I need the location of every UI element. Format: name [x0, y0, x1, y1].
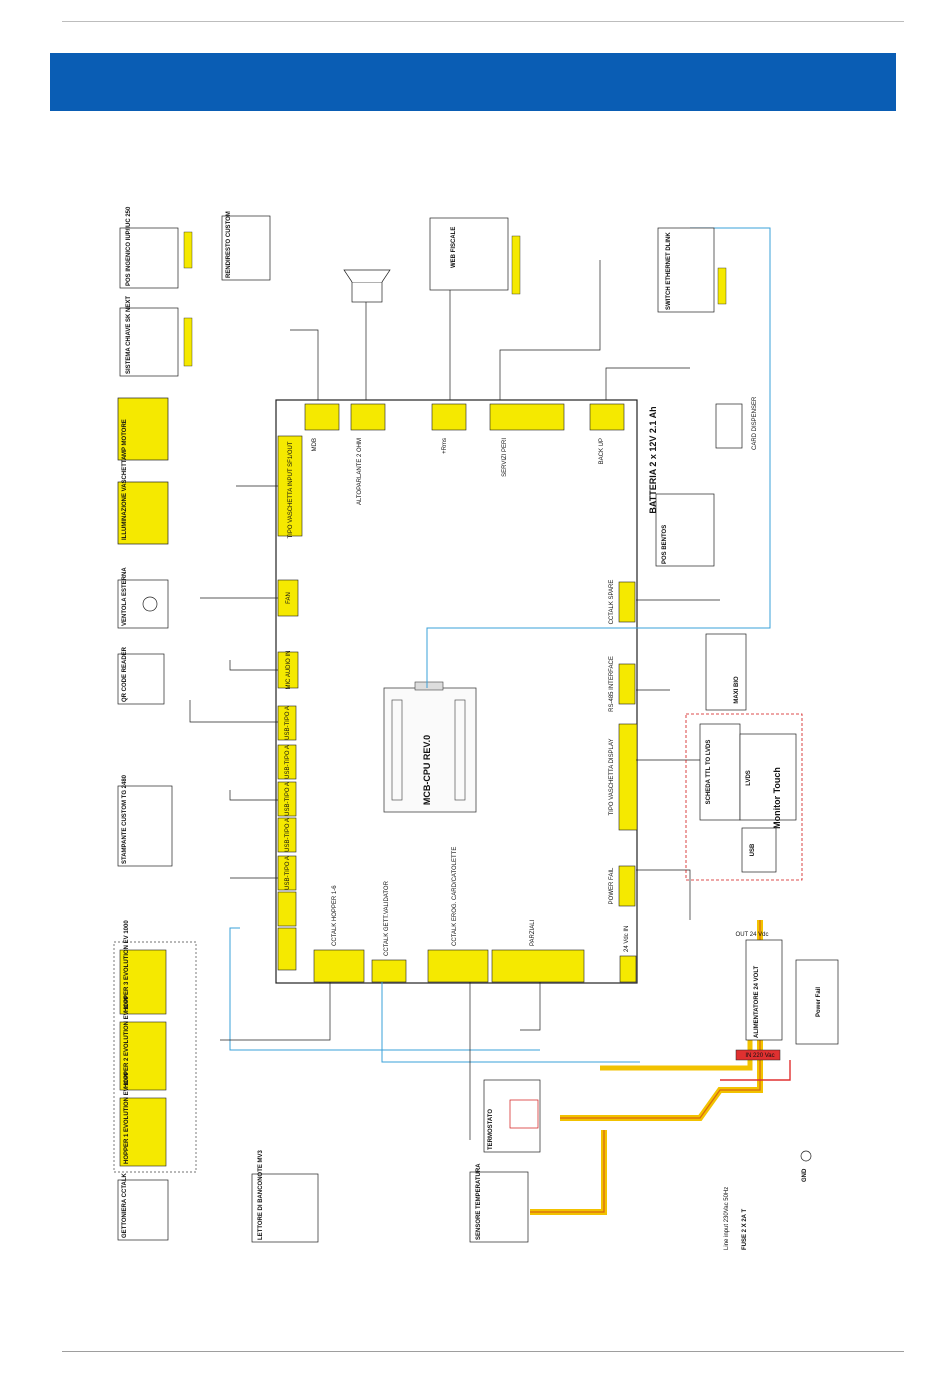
blue-wires — [229, 227, 771, 1063]
connector-p44-label: USB-TIPO A — [285, 818, 291, 852]
svg-text:GETTONIERA CCTALK: GETTONIERA CCTALK — [122, 1172, 128, 1238]
peripheral-pos-bentos: POS BENTOS — [655, 493, 715, 567]
connector-j21-label: +Rms — [442, 438, 448, 454]
svg-text:SENSORE TEMPERATURA: SENSORE TEMPERATURA — [476, 1163, 482, 1240]
connector-j27-label: FAN — [286, 592, 292, 604]
connector-p43-label: USB-TIPO A — [285, 856, 291, 890]
signal-wires — [189, 260, 720, 1140]
mcb-cpu-header — [414, 681, 444, 691]
svg-text:MAXI BIO: MAXI BIO — [734, 676, 740, 704]
svg-text:Line input 230Vac 50Hz: Line input 230Vac 50Hz — [724, 1187, 730, 1250]
connector-j22-label: PARZIALI — [530, 919, 536, 946]
svg-text:BATTERIA 2 x 12V 2.1 Ah: BATTERIA 2 x 12V 2.1 Ah — [648, 406, 658, 513]
peripheral-web-fiscale: WEB FISCALE — [429, 217, 521, 295]
hopper-group: HOPPER 3 EVOLUTION EV 1000 HOPPER 2 EVOL… — [113, 920, 197, 1173]
svg-text:POS INGENICO IUP/IUC 250: POS INGENICO IUP/IUC 250 — [126, 206, 132, 286]
monitor-touch-group: SCHEDA TTL TO LVDS LVDS Monitor Touch US… — [685, 713, 803, 881]
main-board-outline — [275, 399, 638, 984]
peripheral-qr-reader: QR CODE READER — [117, 646, 165, 705]
connector-j11-label: CCTALK SPARE — [609, 580, 615, 625]
svg-text:ALIMENTATORE 24 VOLT: ALIMENTATORE 24 VOLT — [754, 965, 760, 1038]
connector-j15-label: RS-485 INTERFACE — [609, 656, 615, 712]
svg-text:WEB FISCALE: WEB FISCALE — [451, 227, 457, 268]
connector-j17-label: MDB — [312, 438, 318, 451]
connector-j12-label: CCTALK EROG. CARD/CATOLETTE — [452, 847, 458, 946]
top-rule — [62, 21, 904, 22]
svg-text:MP MOTORE: MP MOTORE — [122, 419, 128, 456]
svg-text:FUSE 2 X 2A T: FUSE 2 X 2A T — [742, 1209, 748, 1250]
mcb-cpu-socket-left — [391, 699, 403, 801]
mcb-cpu-label: MCB-CPU REV.0 — [422, 735, 432, 805]
peripheral-sistema-chiave: SISTEMA CHIAVE SK NEXT — [119, 296, 193, 377]
svg-text:CARD DISPENSER: CARD DISPENSER — [752, 396, 758, 450]
power-supply: ALIMENTATORE 24 VOLT IN 220 Vac OUT 24 V… — [736, 932, 839, 1061]
svg-text:USB: USB — [750, 843, 756, 856]
peripheral-lettore: LETTORE DI BANCONOTE MV3 — [251, 1149, 319, 1243]
svg-text:VENTOLA ESTERNA: VENTOLA ESTERNA — [122, 567, 128, 626]
peripheral-gettoniera: GETTONIERA CCTALK — [117, 1172, 169, 1241]
mcb-cpu-board — [383, 687, 477, 813]
connector-j8-label: POWER FAIL — [609, 867, 615, 904]
svg-text:POS BENTOS: POS BENTOS — [662, 525, 668, 564]
right-connectors: POWER FAIL TIPO VASCHETTA DISPLAY RS-485… — [609, 580, 638, 907]
svg-text:SWITCH ETHERNET DLINK: SWITCH ETHERNET DLINK — [666, 232, 672, 310]
connector-p46-label: USB-TIPO A — [285, 745, 291, 779]
connector-j9-label: BACK UP — [599, 438, 605, 464]
peripheral-switch-ethernet: SWITCH ETHERNET DLINK — [657, 227, 727, 313]
svg-text:IN 220 Vac: IN 220 Vac — [745, 1053, 774, 1059]
connector-j24-label: 24 Vdc IN — [624, 926, 630, 952]
svg-text:HOPPER 2 EVOLUTION EV 1000: HOPPER 2 EVOLUTION EV 1000 — [124, 996, 130, 1088]
peripheral-illuminazione: ILLUMINAZIONE VASCHETTA — [117, 455, 169, 545]
bottom-connectors: CCTALK HOPPER 1-6 CCTALK GETT.VALIDATOR … — [313, 847, 637, 983]
speaker-icon — [343, 269, 391, 303]
peripheral-stampante: STAMPANTE CUSTOM TG 2480 — [117, 774, 173, 867]
svg-text:LETTORE DI BANCONOTE MV3: LETTORE DI BANCONOTE MV3 — [258, 1149, 264, 1240]
peripheral-rendiresto: RENDIRESTO CUSTOM — [221, 211, 271, 281]
connector-j18-label: CCTALK GETT.VALIDATOR — [384, 880, 390, 956]
battery: BATTERIA 2 x 12V 2.1 Ah — [648, 406, 658, 513]
top-connectors: MDB ALTOPARLANTE 2 OHM +Rms SERVIZI PERI… — [304, 403, 625, 505]
connector-j13-label: CCTALK HOPPER 1-6 — [332, 885, 338, 946]
connector-j28-label: MIC AUDIO IN — [286, 650, 292, 689]
svg-text:HOPPER 1 EVOLUTION EV 1000: HOPPER 1 EVOLUTION EV 1000 — [124, 1072, 130, 1164]
connector-j10-label: TIPO VASCHETTA INPUT SF1/OUT — [288, 441, 294, 538]
connector-j7-label: SERVIZI PERI — [502, 438, 508, 477]
left-connectors: TIPO VASCHETTA INPUT SF1/OUT FAN MIC AUD… — [277, 435, 303, 971]
peripheral-card-dispenser: CARD DISPENSER — [715, 396, 758, 450]
svg-text:SISTEMA CHIAVE SK NEXT: SISTEMA CHIAVE SK NEXT — [126, 296, 132, 374]
fan-icon — [142, 596, 158, 612]
svg-text:TERMOSTATO: TERMOSTATO — [488, 1109, 494, 1150]
header-banner — [50, 53, 896, 111]
mcb-cpu-socket-right — [454, 699, 466, 801]
peripheral-maxi-bio: MAXI BIO — [705, 633, 747, 711]
svg-text:OUT 24 Vdc: OUT 24 Vdc — [736, 932, 769, 938]
svg-text:LVDS: LVDS — [746, 770, 752, 786]
connector-j16-label: TIPO VASCHETTA DISPLAY — [609, 738, 615, 815]
svg-text:SCHEDA TTL TO LVDS: SCHEDA TTL TO LVDS — [706, 740, 712, 805]
svg-text:ILLUMINAZIONE VASCHETTA: ILLUMINAZIONE VASCHETTA — [122, 455, 128, 540]
line-input-group: Line input 230Vac 50Hz FUSE 2 X 2A T GND — [724, 1150, 812, 1250]
svg-text:Power Fail: Power Fail — [816, 987, 822, 1017]
svg-text:STAMPANTE CUSTOM TG 2480: STAMPANTE CUSTOM TG 2480 — [122, 774, 128, 864]
peripheral-pos-ingenico: POS INGENICO IUP/IUC 250 — [119, 206, 193, 289]
svg-text:Monitor Touch: Monitor Touch — [772, 767, 782, 829]
peripheral-termostato: TERMOSTATO — [483, 1079, 541, 1153]
svg-text:RENDIRESTO CUSTOM: RENDIRESTO CUSTOM — [226, 211, 232, 278]
svg-text:HOPPER 3 EVOLUTION EV 1000: HOPPER 3 EVOLUTION EV 1000 — [124, 920, 130, 1012]
connector-p48-label: USB-TIPO A — [285, 706, 291, 740]
svg-text:GND: GND — [802, 1168, 808, 1182]
bottom-rule — [62, 1351, 904, 1352]
connector-p45-label: USB-TIPO A — [285, 782, 291, 816]
peripheral-ventola: VENTOLA ESTERNA — [117, 567, 169, 629]
connector-j14-label: ALTOPARLANTE 2 OHM — [357, 438, 363, 505]
peripheral-sensore-temp: SENSORE TEMPERATURA — [469, 1163, 529, 1243]
svg-text:QR CODE READER: QR CODE READER — [122, 646, 128, 702]
peripheral-mp-motor: MP MOTORE — [117, 397, 169, 461]
earth-icon — [800, 1150, 812, 1162]
